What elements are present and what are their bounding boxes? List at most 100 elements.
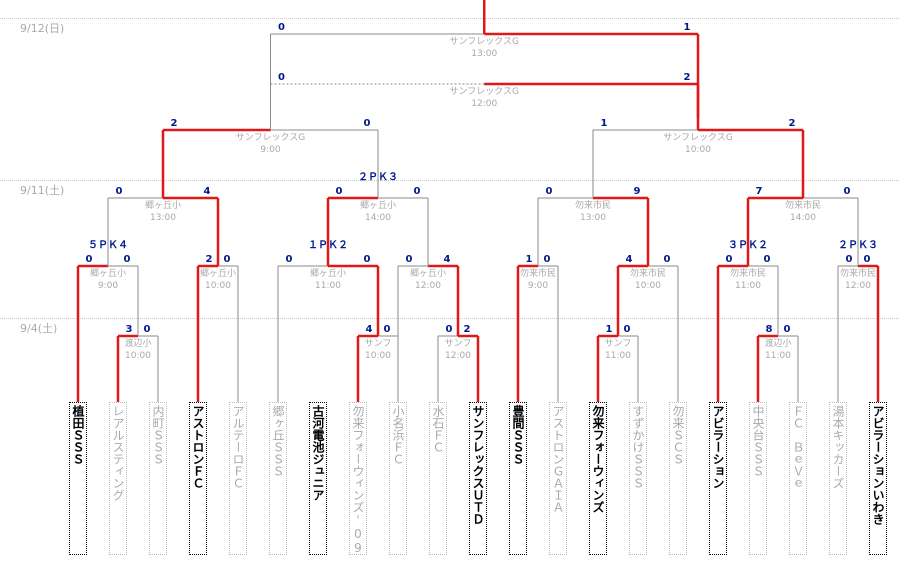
venue-label: 郷ヶ丘小 <box>410 268 446 279</box>
venue-label: 勿来市民 <box>730 267 766 279</box>
score-right: 4 <box>444 254 451 265</box>
time-label: 9:00 <box>98 281 118 291</box>
score-left: 0 <box>726 254 733 265</box>
time-label: 14:00 <box>790 213 816 223</box>
time-label: 12:00 <box>445 351 471 361</box>
venue-label: 勿来市民 <box>840 267 876 279</box>
team-box: 郷ヶ丘ＳＳＳ <box>269 402 287 555</box>
date-separator <box>0 18 899 19</box>
score-left: 0 <box>546 186 553 197</box>
team-box: 豊間ＳＳＳ <box>509 402 527 555</box>
time-label: 13:00 <box>580 213 606 223</box>
team-box: アストロンＦＣ <box>189 402 207 555</box>
venue-label: 勿来市民 <box>520 267 556 279</box>
score-left: 1 <box>606 324 613 335</box>
score-right: 0 <box>664 254 671 265</box>
team-box: 勿来ＳＣＳ <box>669 402 687 555</box>
date-label-day3: 9/12(日) <box>20 22 65 35</box>
venue-label: サンフ <box>605 338 632 349</box>
time-label: 9:00 <box>528 281 548 291</box>
score-left: 0 <box>446 324 453 335</box>
time-label: 14:00 <box>365 213 391 223</box>
team-box: すずかけＳＳＳ <box>629 402 647 555</box>
venue-label: 渡辺小 <box>764 337 791 349</box>
time-label: 11:00 <box>605 351 631 361</box>
venue-label: 郷ヶ丘小 <box>90 268 126 279</box>
score-left: 2 <box>206 254 213 265</box>
score-left: 0 <box>86 254 93 265</box>
score-right: 0 <box>864 254 871 265</box>
date-label-day1: 9/4(土) <box>20 322 58 335</box>
score-left: 7 <box>756 186 763 197</box>
score-left: 8 <box>766 324 773 335</box>
score-left: 2 <box>171 118 178 129</box>
score-left: 3 <box>126 324 133 335</box>
score-right: 0 <box>844 186 851 197</box>
time-label: 10:00 <box>125 351 151 361</box>
score-left: 4 <box>366 324 373 335</box>
team-box: アストロンＧＡＩＡ <box>549 402 567 555</box>
time-label: 10:00 <box>635 281 661 291</box>
score-left: 0 <box>406 254 413 265</box>
venue-label: サンフレックスG <box>450 86 519 97</box>
venue-label: サンフ <box>365 338 392 349</box>
score-right: 2 <box>464 324 471 335</box>
score-right: 0 <box>544 254 551 265</box>
score-left: 1 <box>601 118 608 129</box>
venue-label: 郷ヶ丘小 <box>200 268 236 279</box>
date-separator <box>0 318 899 319</box>
venue-label: 郷ヶ丘小 <box>360 200 396 211</box>
team-box: 勿来フォーウィンズ <box>589 402 607 555</box>
team-box: アルテーロＦＣ <box>229 402 247 555</box>
score-left: 0 <box>286 254 293 265</box>
team-box: レアルスティング <box>109 402 127 555</box>
team-box: 勿来フォーウィンズ'09 <box>349 402 367 555</box>
team-box: アビラーションいわき <box>869 402 887 555</box>
team-box: 植田ＳＳＳ <box>69 402 87 555</box>
team-box: アビラーション <box>709 402 727 555</box>
time-label: 12:00 <box>471 99 497 109</box>
team-box: 古河電池ジュニア <box>309 402 327 555</box>
team-box: 内町ＳＳＳ <box>149 402 167 555</box>
team-box: 小名浜ＦＣ <box>389 402 407 555</box>
score-right: 0 <box>414 186 421 197</box>
time-label: 11:00 <box>315 281 341 291</box>
score-left: 1 <box>526 254 533 265</box>
time-label: 13:00 <box>150 213 176 223</box>
time-label: 11:00 <box>735 281 761 291</box>
score-left: 0 <box>278 72 285 83</box>
score-right: 9 <box>634 186 641 197</box>
date-separator <box>0 180 899 181</box>
score-right: 0 <box>364 254 371 265</box>
team-box: ＦＣ ＢｅＶｅ <box>789 402 807 555</box>
score-right: 1 <box>684 22 691 33</box>
time-label: 10:00 <box>365 351 391 361</box>
venue-label: 渡辺小 <box>124 337 151 349</box>
score-right: 0 <box>364 118 371 129</box>
score-left: 0 <box>116 186 123 197</box>
date-label-day2: 9/11(土) <box>20 184 65 197</box>
score-right: 0 <box>784 324 791 335</box>
time-label: 10:00 <box>685 145 711 155</box>
score-right: 2 <box>789 118 796 129</box>
team-box: 湯本キッカーズ <box>829 402 847 555</box>
venue-label: 勿来市民 <box>785 199 821 211</box>
time-label: 11:00 <box>765 351 791 361</box>
score-left: 4 <box>626 254 633 265</box>
team-box: 中央台ＳＳＳ <box>749 402 767 555</box>
score-right: 0 <box>144 324 151 335</box>
venue-label: サンフレックスG <box>450 36 519 47</box>
time-label: 10:00 <box>205 281 231 291</box>
score-right: 2 <box>684 72 691 83</box>
venue-label: サンフ <box>445 338 472 349</box>
time-label: 9:00 <box>260 145 280 155</box>
venue-label: サンフレックスG <box>236 132 305 143</box>
score-left: 0 <box>336 186 343 197</box>
score-right: 0 <box>384 324 391 335</box>
team-box: 水石ＦＣ <box>429 402 447 555</box>
venue-label: 郷ヶ丘小 <box>145 200 181 211</box>
score-left: 0 <box>278 22 285 33</box>
score-right: 0 <box>764 254 771 265</box>
